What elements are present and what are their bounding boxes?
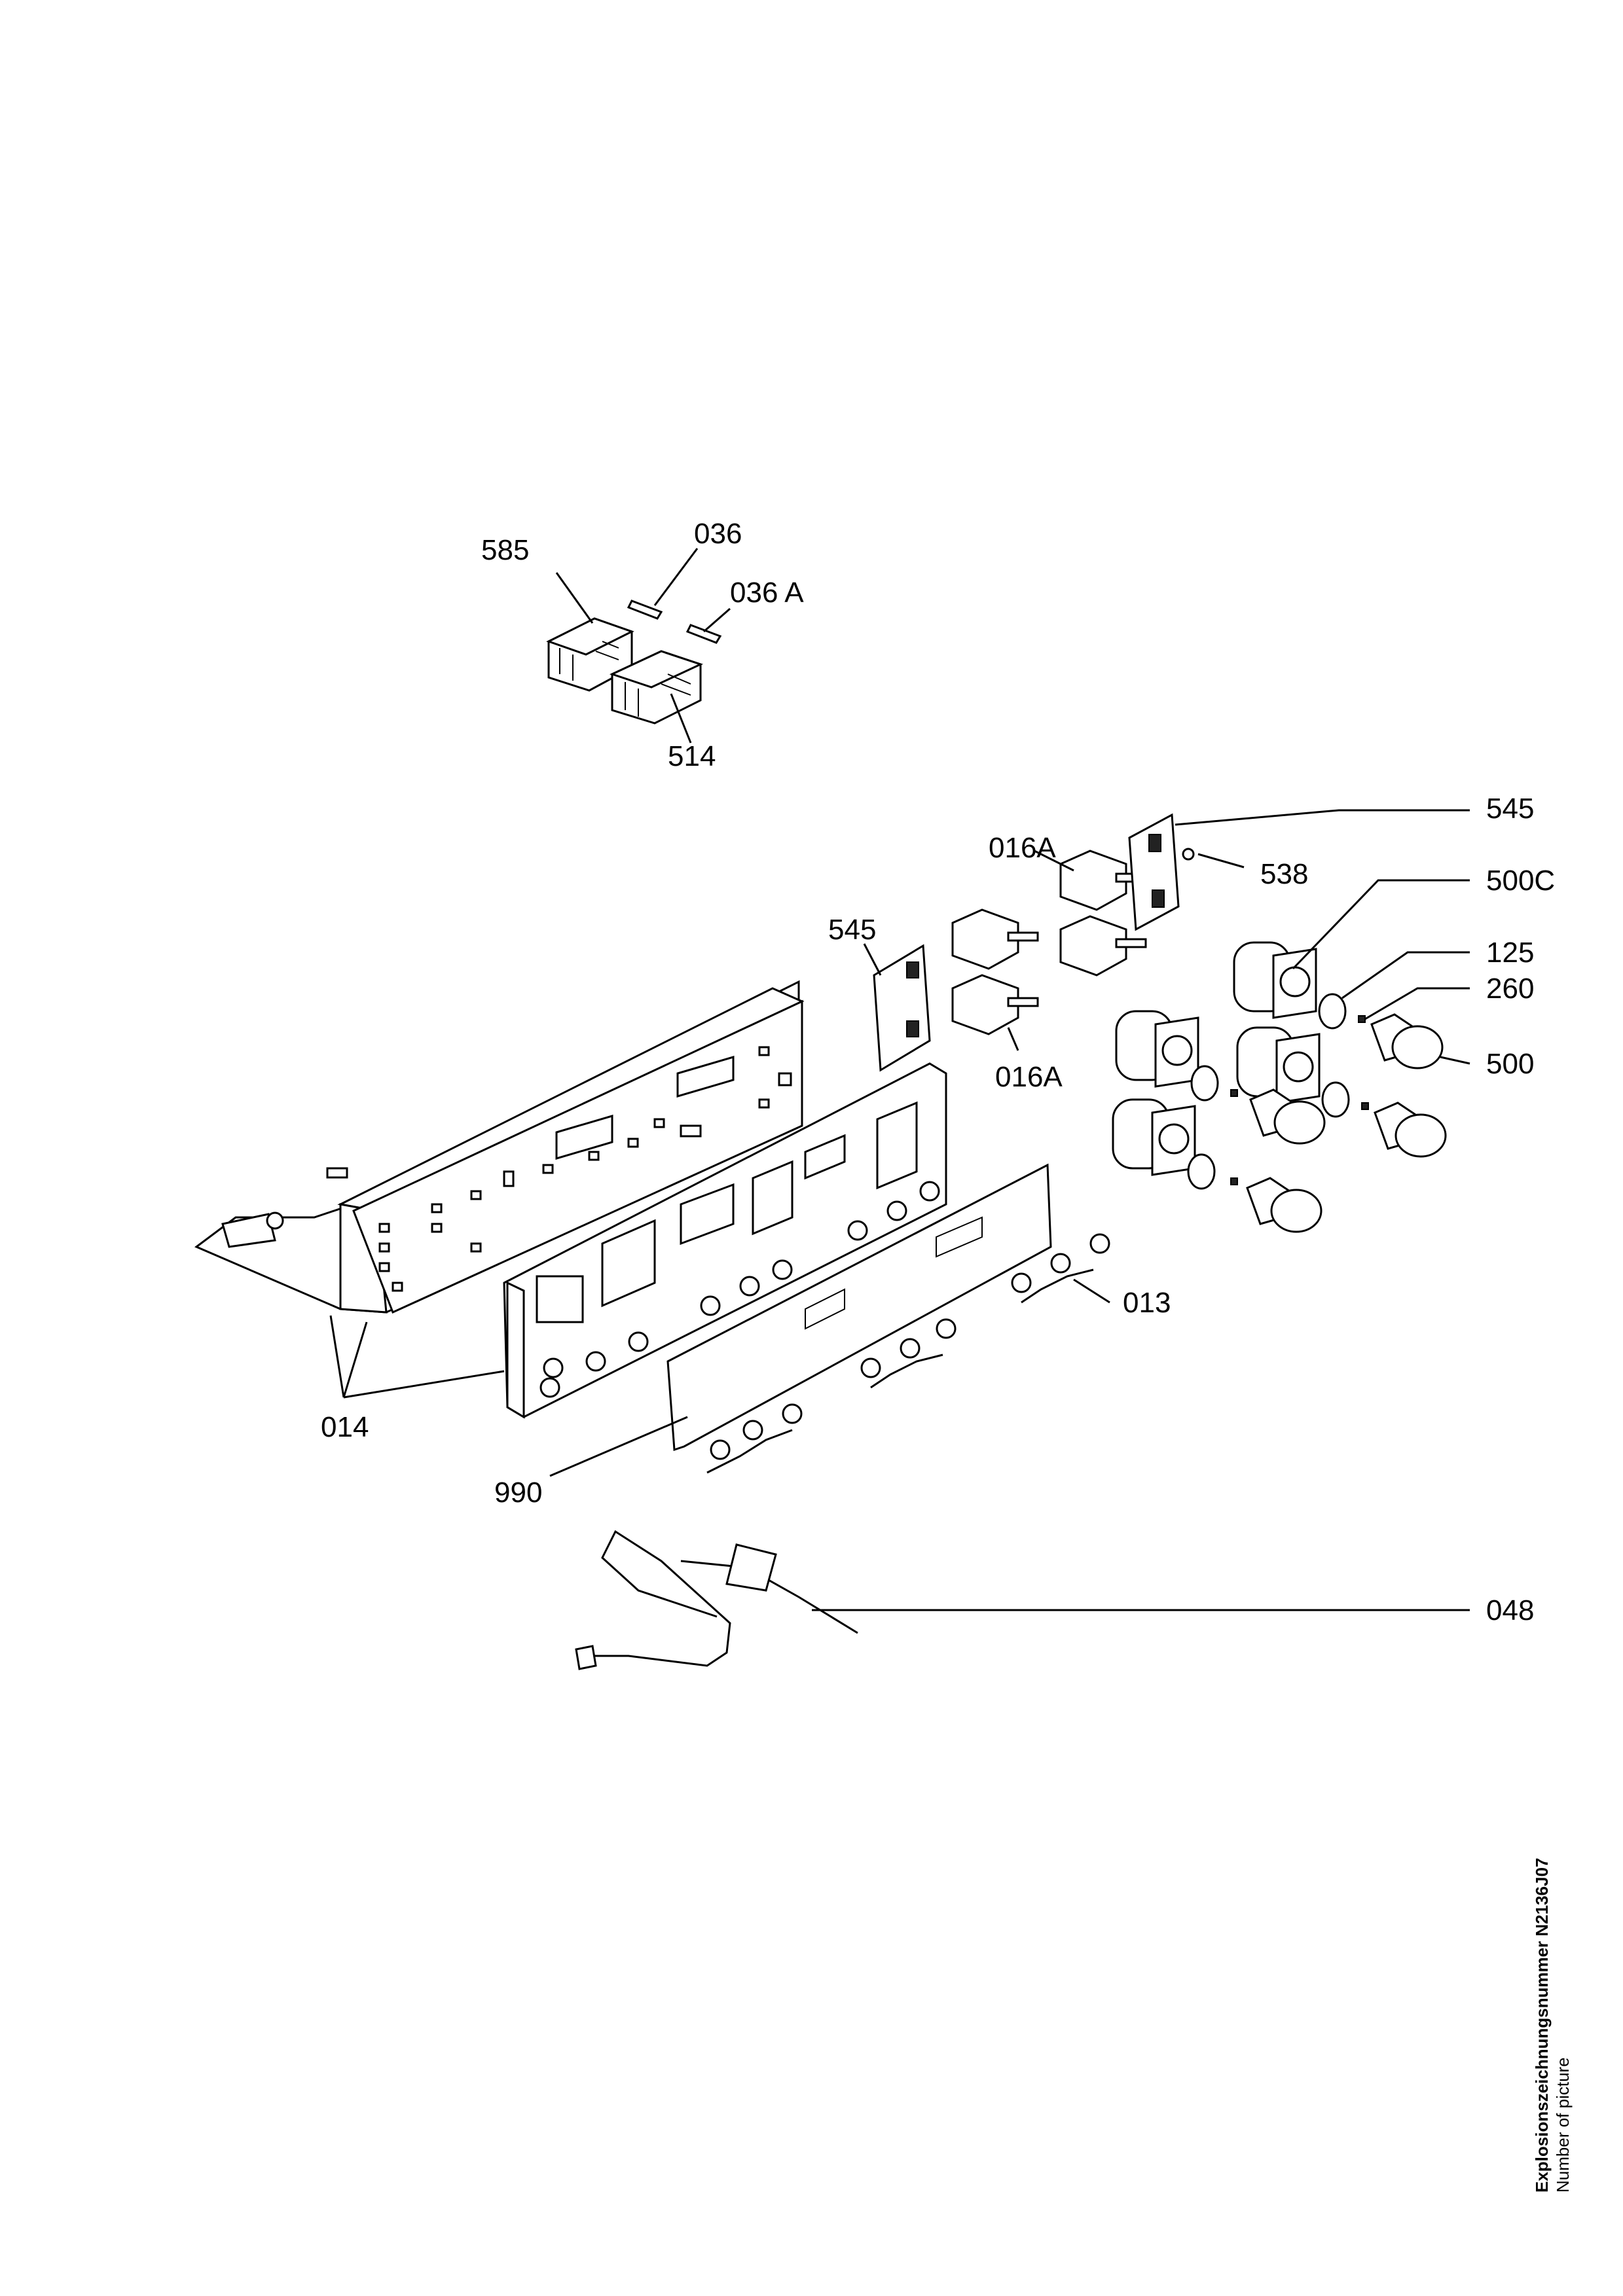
control-module-014 (194, 980, 805, 1314)
label-500c: 500C (1486, 865, 1555, 897)
leader-585 (555, 572, 594, 624)
leader-014-b (342, 1321, 368, 1398)
switch-016a-4 (1059, 915, 1147, 977)
label-016a-top: 016A (989, 832, 1056, 864)
clip-260-4 (1230, 1177, 1238, 1185)
switch-016a-1 (951, 908, 1039, 970)
label-036a: 036 A (730, 577, 804, 609)
leader-014-a (329, 1315, 345, 1398)
leader-260 (1364, 987, 1470, 1020)
label-500: 500 (1486, 1048, 1534, 1080)
circuit-board-545-mid (873, 944, 931, 1072)
label-545-mid: 545 (828, 914, 876, 946)
label-545-top: 545 (1486, 793, 1534, 825)
label-013: 013 (1123, 1287, 1171, 1319)
potentiometer-group-2 (860, 1318, 957, 1389)
o-ring-125-1 (1318, 993, 1347, 1030)
label-260: 260 (1486, 973, 1534, 1005)
leader-500 (1440, 1056, 1470, 1065)
knob-500-3 (1374, 1102, 1447, 1158)
pin-036a (685, 624, 722, 644)
switch-016a-3 (1059, 850, 1147, 911)
potentiometer-group-3 (1011, 1233, 1110, 1304)
clip-260-1 (1358, 1015, 1366, 1023)
housing-500c-3 (1236, 1026, 1321, 1104)
knob-500-4 (1246, 1177, 1322, 1233)
o-ring-125-4 (1187, 1153, 1216, 1190)
leader-036a (703, 607, 731, 633)
label-048: 048 (1486, 1594, 1534, 1626)
clip-260-3 (1361, 1102, 1369, 1110)
label-125: 125 (1486, 937, 1534, 969)
o-ring-125-3 (1321, 1081, 1350, 1118)
circuit-board-545-top (1128, 813, 1180, 931)
caption-en: Number of picture (1553, 2057, 1573, 2193)
leader-013 (1073, 1278, 1110, 1304)
knob-500-2 (1249, 1088, 1326, 1145)
leader-545-top (1175, 809, 1470, 826)
label-036: 036 (694, 518, 742, 550)
front-panel-014 (503, 1062, 947, 1419)
cover-plate-990 (666, 1163, 1052, 1452)
small-part-538 (1182, 848, 1195, 861)
label-990: 990 (494, 1477, 542, 1509)
label-585: 585 (481, 534, 529, 566)
leader-500c (1292, 879, 1470, 970)
leader-125 (1341, 951, 1470, 999)
housing-500c-2 (1115, 1010, 1199, 1088)
pin-036 (627, 600, 663, 620)
o-ring-125-2 (1190, 1065, 1219, 1102)
drawing-number: Explosionszeichnungsnummer N2136J07 (1532, 1857, 1552, 2193)
label-514: 514 (668, 740, 716, 772)
leader-016a-top (1034, 850, 1074, 872)
leader-016a-bottom (1007, 1027, 1019, 1051)
leader-514 (670, 693, 692, 744)
label-014: 014 (321, 1411, 369, 1443)
label-016a-bottom: 016A (995, 1061, 1063, 1093)
terminal-block-514 (609, 650, 704, 725)
leader-538 (1197, 853, 1245, 869)
leader-990 (549, 1416, 688, 1477)
switch-016a-2 (951, 974, 1039, 1035)
knob-500-1 (1370, 1013, 1444, 1069)
leader-036 (653, 548, 699, 606)
leader-545-mid (863, 943, 882, 976)
probe-cable-048 (575, 1530, 858, 1670)
leader-014-c (343, 1370, 505, 1399)
housing-500c-1 (1233, 941, 1317, 1019)
potentiometer-group-1 (706, 1403, 803, 1474)
housing-500c-4 (1112, 1098, 1196, 1176)
label-538: 538 (1260, 858, 1308, 890)
clip-260-2 (1230, 1089, 1238, 1097)
